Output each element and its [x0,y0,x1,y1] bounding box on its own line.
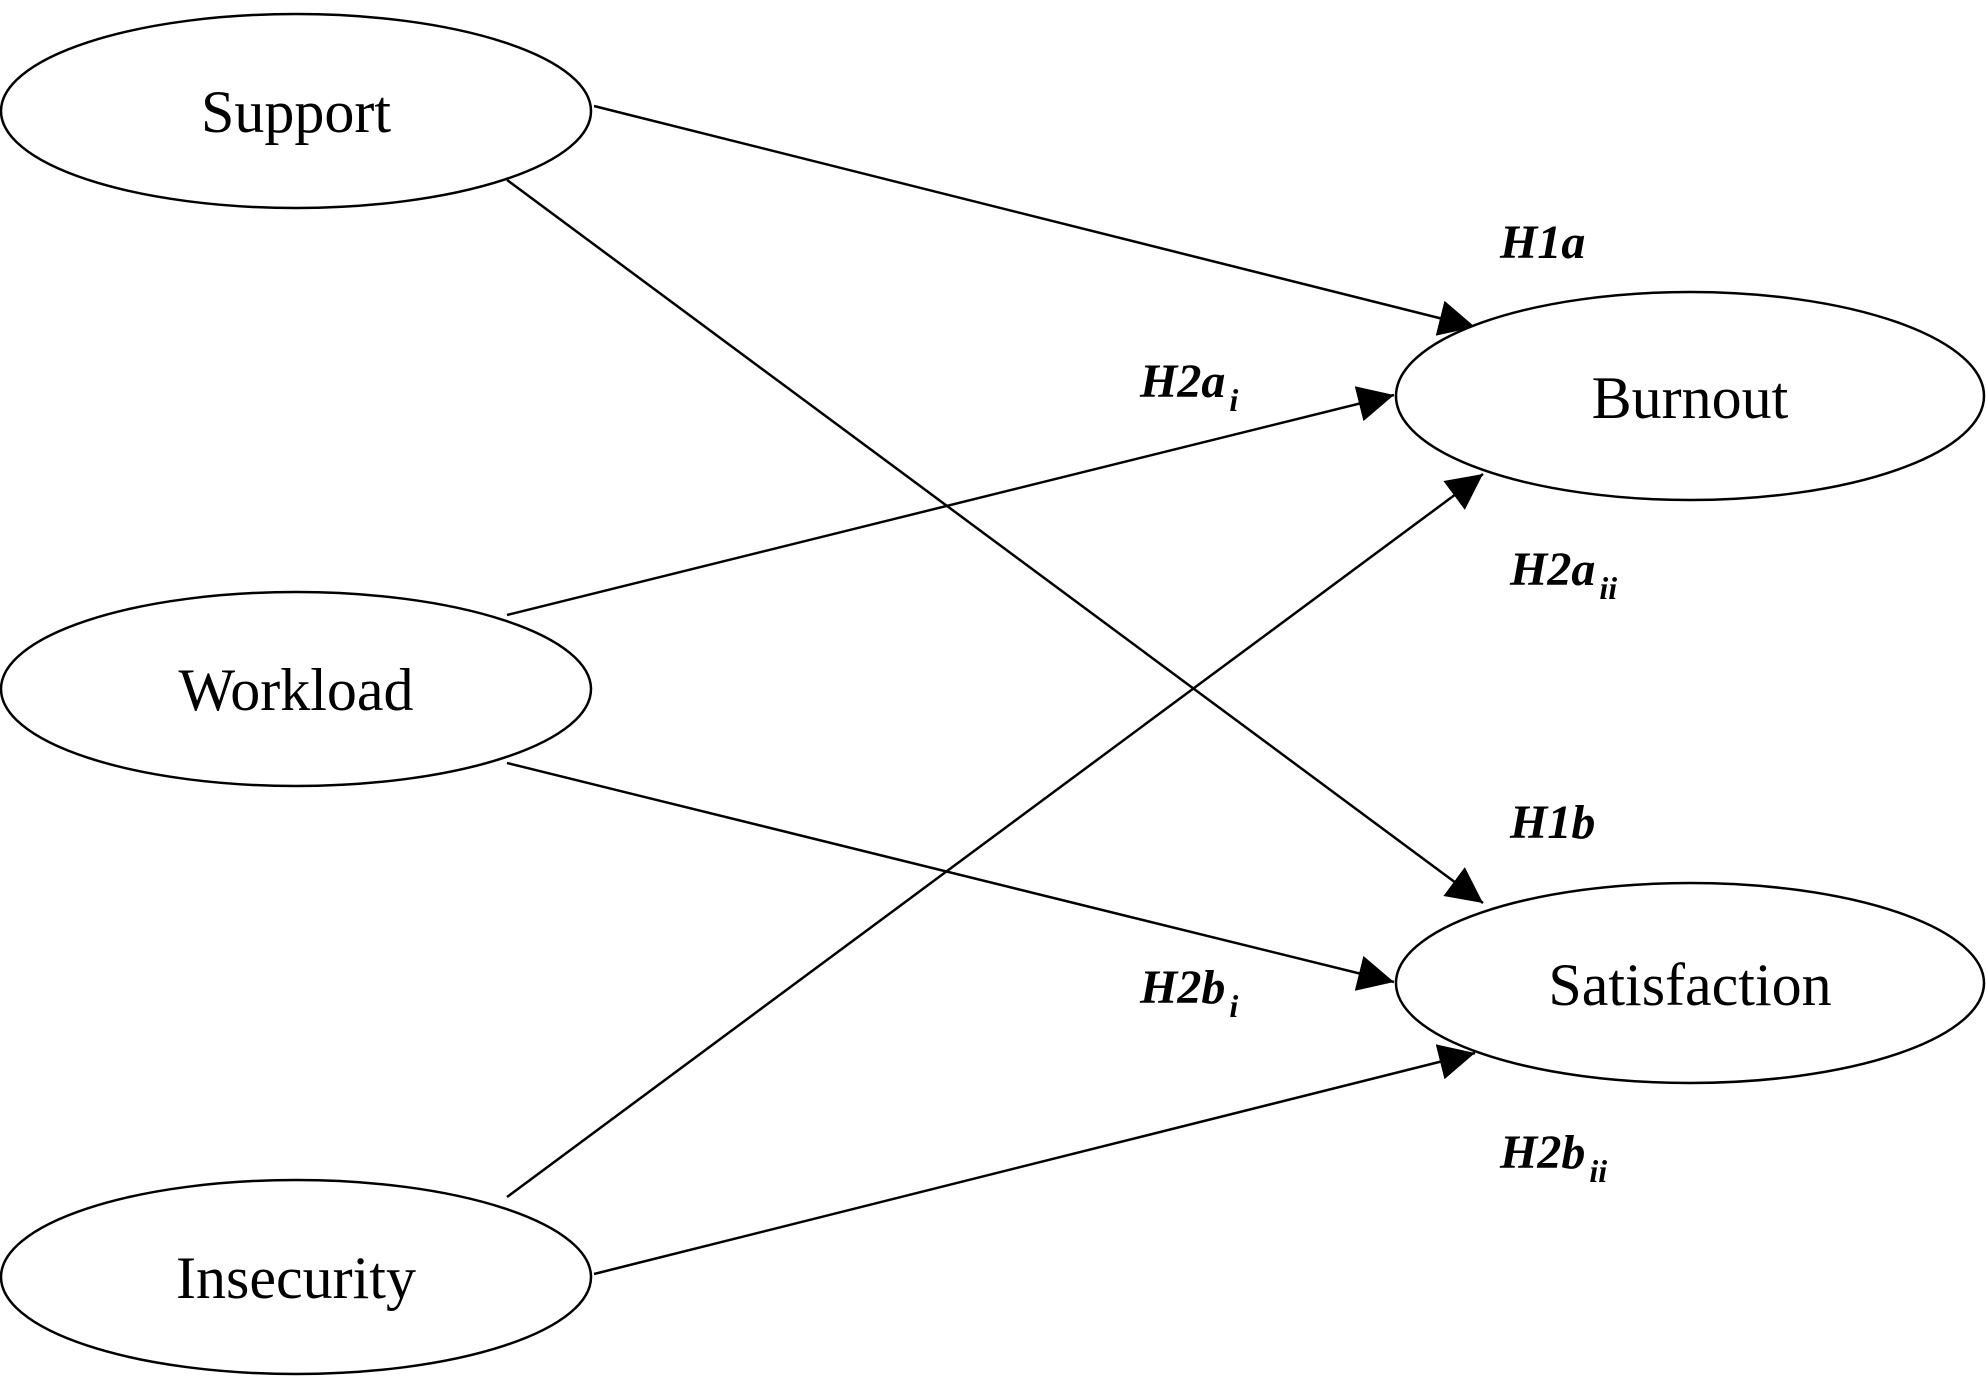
hypothesis-h2aii-sub: ii [1599,570,1617,606]
node-support-shape [0,12,593,210]
edge-insecurity-burnout [506,472,1484,1199]
hypothesis-h2aii-main: H2a [1509,543,1595,596]
hypothesis-h1b-label: H1b [1509,796,1595,849]
hypothesis-h1b-main: H1b [1509,796,1595,849]
node-support-label: Support [201,79,391,145]
node-satisfaction-shape [1394,881,1986,1085]
node-burnout: Burnout [1394,290,1986,502]
node-insecurity: Insecurity [0,1178,593,1376]
node-satisfaction: Satisfaction [1394,881,1986,1085]
node-burnout-shape [1394,290,1986,502]
edge-insecurity-satisfaction [593,1044,1476,1276]
edge-support-burnout [593,104,1476,336]
hypothesis-h1a-main: H1a [1499,216,1585,269]
hypothesis-h2bi-main: H2b [1139,961,1225,1014]
edge-workload-burnout [506,386,1395,617]
node-support: Support [0,12,593,210]
node-satisfaction-label: Satisfaction [1548,952,1831,1018]
node-workload-label: Workload [178,657,413,723]
node-burnout-label: Burnout [1592,365,1789,431]
hypothesis-h2ai-sub: i [1229,382,1238,418]
node-workload: Workload [0,590,593,788]
hypothesis-h2bi-sub: i [1229,988,1238,1024]
hypothesis-h2ai-main: H2a [1139,355,1225,408]
hypothesis-h2bii-main: H2b [1499,1126,1585,1179]
edge-support-satisfaction [506,178,1484,905]
hypothesis-h1a-label: H1a [1499,216,1585,269]
hypothesis-h2bii-sub: ii [1589,1153,1607,1189]
node-insecurity-shape [0,1178,593,1376]
node-workload-shape [0,590,593,788]
node-insecurity-label: Insecurity [176,1245,416,1311]
edge-workload-satisfaction [506,761,1395,991]
